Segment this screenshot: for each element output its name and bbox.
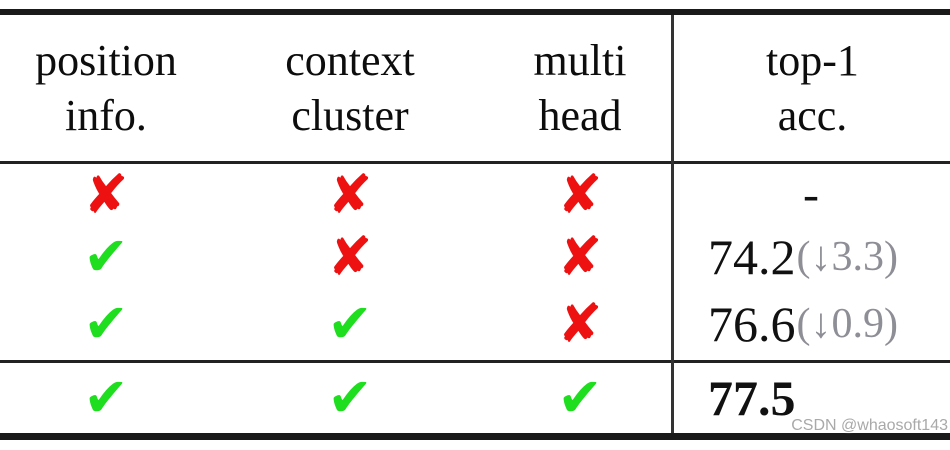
acc-cell: 76.6 (↓0.9) xyxy=(672,288,950,360)
bottom-rule xyxy=(0,433,950,440)
column-header-position-info: position info. xyxy=(0,15,212,161)
header-line: info. xyxy=(65,91,147,140)
mark-cell: ✔ xyxy=(0,363,212,433)
header-line: top-1 xyxy=(766,36,859,85)
header-separator xyxy=(0,161,950,164)
mark-cell: ✘ xyxy=(488,226,672,288)
table-row: ✘ ✘ ✘ - xyxy=(0,164,950,226)
cross-icon: ✘ xyxy=(327,225,373,288)
mark-cell: ✔ xyxy=(0,226,212,288)
check-icon: ✔ xyxy=(327,292,373,355)
column-header-top1-acc: top-1 acc. xyxy=(675,15,950,161)
table-row: ✔ ✔ ✔ 77.5 xyxy=(0,363,950,433)
check-icon: ✔ xyxy=(83,366,129,429)
check-icon: ✔ xyxy=(557,366,603,429)
table-row: ✔ ✘ ✘ 74.2 (↓3.3) xyxy=(0,226,950,288)
acc-cell: 77.5 xyxy=(672,363,950,433)
column-header-context-cluster: context cluster xyxy=(212,15,488,161)
header-line: multi xyxy=(533,36,627,85)
acc-value: 74.2 xyxy=(708,229,796,285)
cross-icon: ✘ xyxy=(327,163,373,226)
header-line: cluster xyxy=(291,91,409,140)
mark-cell: ✘ xyxy=(488,288,672,360)
mark-cell: ✔ xyxy=(488,363,672,433)
acc-value-best: 77.5 xyxy=(708,370,796,426)
header-line: position xyxy=(35,36,177,85)
mark-cell: ✘ xyxy=(488,164,672,226)
acc-cell: - xyxy=(672,164,950,226)
cross-icon: ✘ xyxy=(557,225,603,288)
watermark: CSDN @whaosoft143 xyxy=(791,417,948,434)
check-icon: ✔ xyxy=(327,366,373,429)
check-icon: ✔ xyxy=(83,292,129,355)
header-line: acc. xyxy=(777,91,848,140)
acc-value: 76.6 xyxy=(708,296,796,352)
mark-cell: ✔ xyxy=(212,288,488,360)
mark-cell: ✔ xyxy=(0,288,212,360)
table-row: ✔ ✔ ✘ 76.6 (↓0.9) xyxy=(0,288,950,360)
cross-icon: ✘ xyxy=(557,292,603,355)
mark-cell: ✘ xyxy=(212,164,488,226)
acc-cell: 74.2 (↓3.3) xyxy=(672,226,950,288)
check-icon: ✔ xyxy=(83,225,129,288)
column-divider xyxy=(671,15,674,433)
acc-delta: (↓0.9) xyxy=(796,301,898,347)
column-header-multi-head: multi head xyxy=(488,15,672,161)
acc-delta: (↓3.3) xyxy=(796,234,898,280)
section-separator xyxy=(0,360,950,363)
mark-cell: ✘ xyxy=(212,226,488,288)
top-rule xyxy=(0,9,950,15)
mark-cell: ✔ xyxy=(212,363,488,433)
header-line: context xyxy=(285,36,415,85)
cross-icon: ✘ xyxy=(557,163,603,226)
acc-value: - xyxy=(803,168,819,221)
mark-cell: ✘ xyxy=(0,164,212,226)
header-line: head xyxy=(538,91,622,140)
cross-icon: ✘ xyxy=(83,163,129,226)
